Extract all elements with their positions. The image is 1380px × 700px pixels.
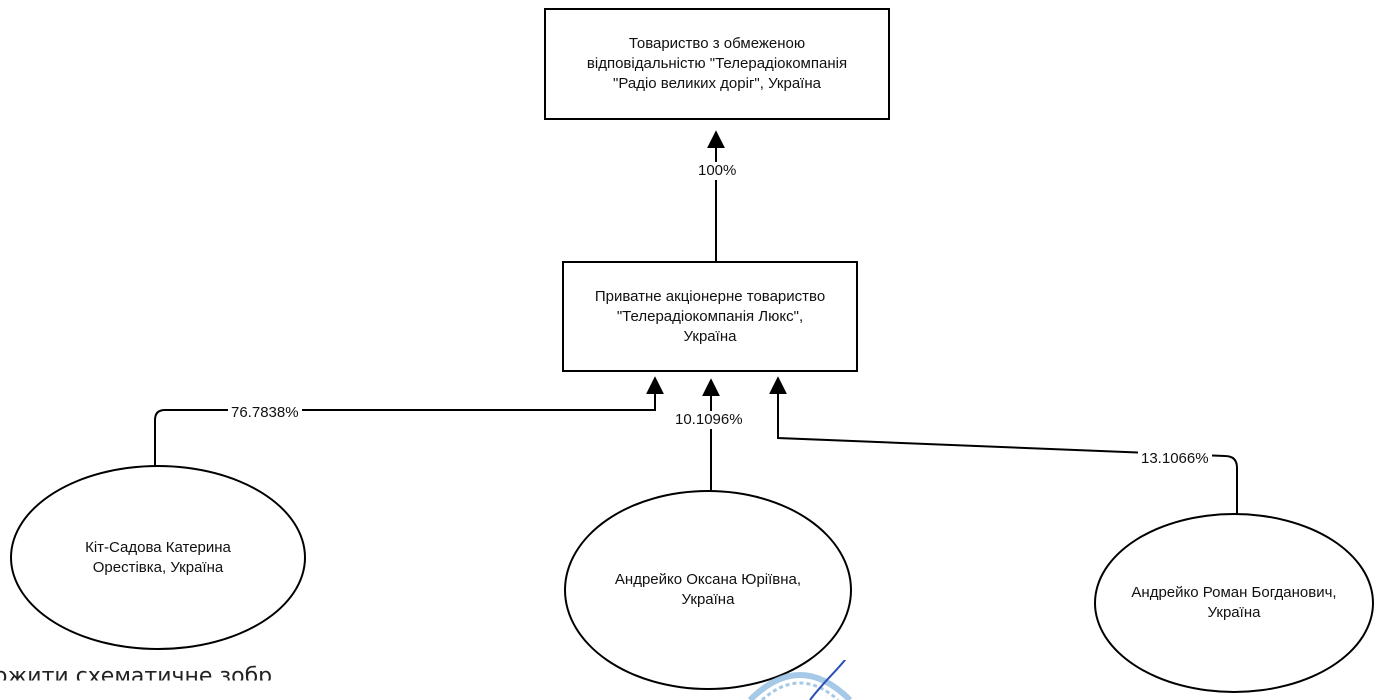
edge-owner3-to-middle	[769, 376, 1238, 514]
node-owner-andreiko-roman: Андрейко Роман Богданович, Україна	[1094, 513, 1374, 693]
node-top-company: Товариство з обмеженою відповідальністю …	[544, 8, 890, 120]
node-owner-kit-sadova-label: Кіт-Садова Катерина Орестівка, Україна	[85, 538, 231, 576]
node-owner-andreiko-oksana-label: Андрейко Оксана Юріївна, Україна	[614, 571, 802, 608]
node-top-company-label: Товариство з обмеженою відповідальністю …	[586, 35, 848, 92]
node-middle-company: Приватне акціонерне товариство "Телераді…	[562, 261, 858, 372]
share-label-middle-to-top: 100%	[695, 162, 740, 180]
node-middle-company-label: Приватне акціонерне товариство "Телераді…	[594, 287, 826, 345]
share-label-owner2: 10.1096%	[672, 411, 746, 429]
footer-cut-text: ожити схематичне зобр	[0, 664, 273, 689]
node-owner-andreiko-oksana: Андрейко Оксана Юріївна, Україна	[564, 490, 852, 690]
edge-owner1-to-middle	[154, 376, 664, 466]
share-label-owner3: 13.1066%	[1138, 450, 1212, 468]
share-label-owner1: 76.7838%	[228, 404, 302, 422]
node-owner-kit-sadova: Кіт-Садова Катерина Орестівка, Україна	[10, 465, 306, 650]
node-owner-andreiko-roman-label: Андрейко Роман Богданович, Україна	[1131, 584, 1337, 621]
seal-stamp-fragment	[747, 660, 853, 700]
